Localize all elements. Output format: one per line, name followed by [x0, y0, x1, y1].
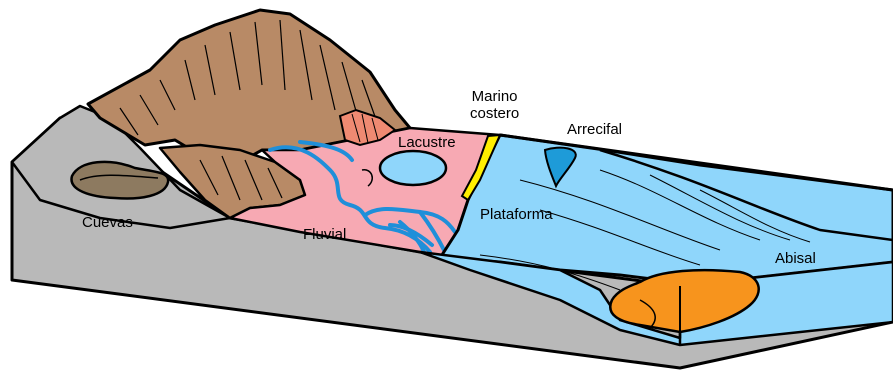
label-lacustre: Lacustre — [398, 134, 456, 151]
label-abisal: Abisal — [775, 250, 816, 267]
label-plataforma: Plataforma — [480, 206, 553, 223]
label-marino-line1: Marino — [470, 88, 519, 105]
label-arrecifal: Arrecifal — [567, 121, 622, 138]
label-cuevas: Cuevas — [82, 214, 133, 231]
label-marino-line2: costero — [470, 105, 519, 122]
label-fluvial: Fluvial — [303, 226, 346, 243]
lake — [380, 151, 446, 185]
label-marino-costero: Marino costero — [470, 88, 519, 122]
